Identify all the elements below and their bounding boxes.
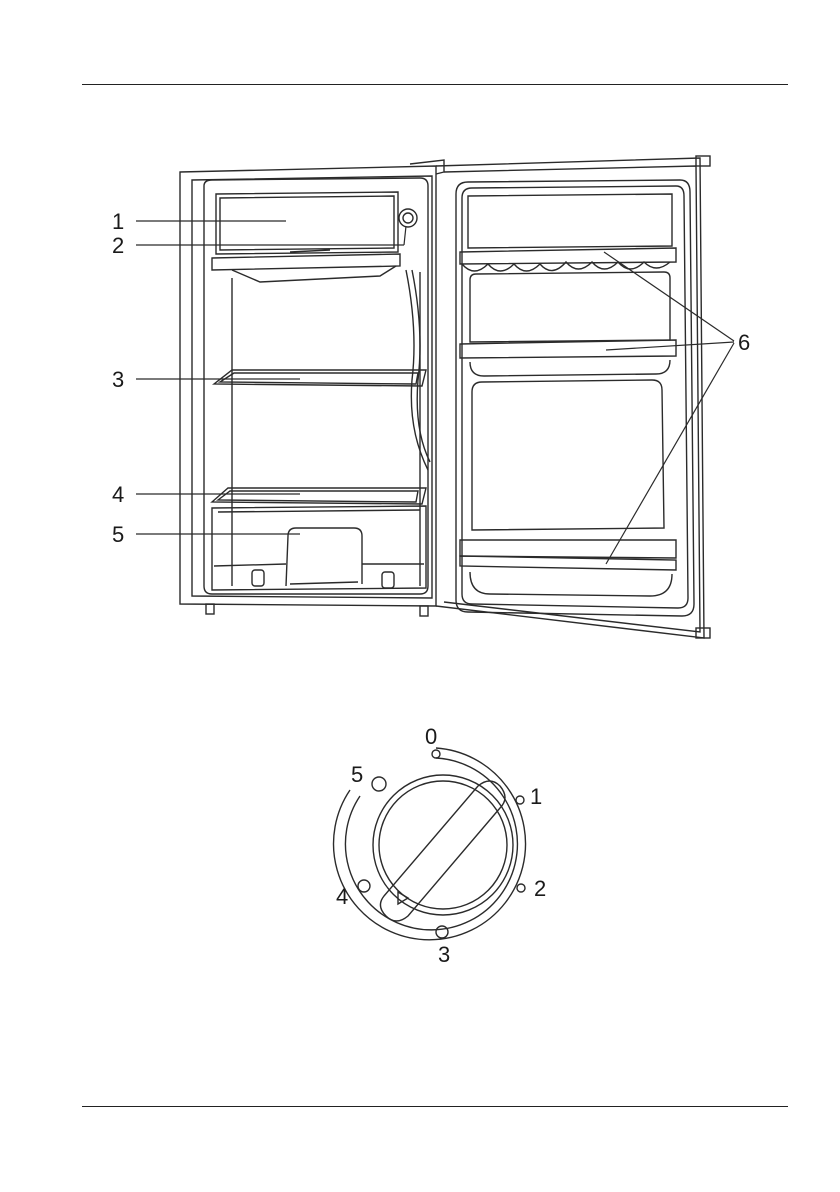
dial-label-4: 4 (336, 884, 348, 909)
dial-label-0: 0 (425, 724, 437, 749)
callout-1: 1 (112, 209, 124, 234)
fridge-illustration (180, 156, 710, 638)
dial-label-2: 2 (534, 876, 546, 901)
callout-6: 6 (738, 330, 750, 355)
callout-2: 2 (112, 233, 124, 258)
dial-label-3: 3 (438, 942, 450, 967)
callout-4: 4 (112, 482, 124, 507)
dial-label-1: 1 (530, 784, 542, 809)
callout-3: 3 (112, 367, 124, 392)
callout-5: 5 (112, 522, 124, 547)
dial-label-5: 5 (351, 762, 363, 787)
